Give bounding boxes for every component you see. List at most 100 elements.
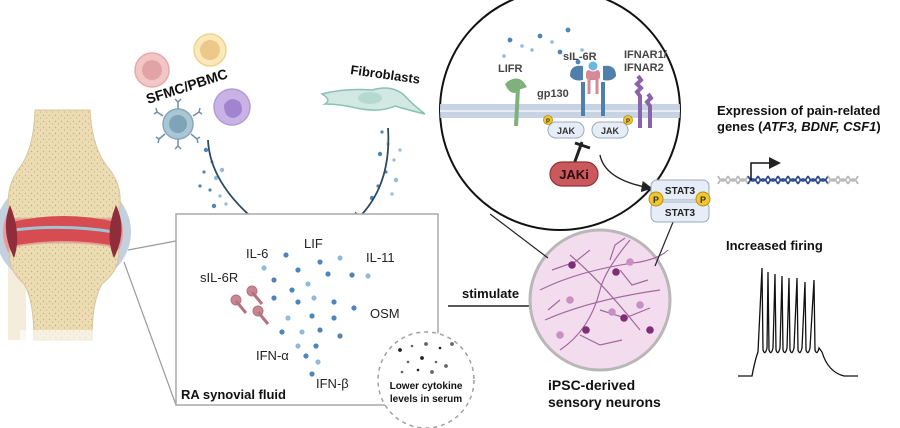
- dna-segment: [727, 175, 739, 185]
- femur: [7, 109, 121, 219]
- cytokine-dot: [271, 277, 277, 283]
- stat3-bottom: [650, 201, 710, 223]
- arrow-immune-to-fluid: [207, 139, 265, 229]
- serum-cytokine-dot: [420, 356, 424, 360]
- ligand-dots: [502, 27, 584, 65]
- serum-note-line1: Lower cytokine: [390, 381, 463, 392]
- secreted-cytokine-dot: [198, 184, 202, 188]
- serum-cytokine-dot: [434, 360, 438, 364]
- neurite: [547, 237, 649, 311]
- action-potential-trace: [738, 267, 858, 377]
- pannus-left: [5, 205, 18, 258]
- immune-cells: SFMC/PBMC: [134, 33, 251, 150]
- jak-right-label: JAK: [601, 126, 620, 136]
- cytokine-dots: [261, 252, 371, 377]
- secreted-cytokine-dot: [377, 151, 383, 157]
- cytokine-dot: [331, 299, 337, 305]
- zoom-line-top: [127, 240, 177, 251]
- cytokine-dot: [317, 327, 323, 333]
- secreted-cytokine-dot: [203, 147, 209, 153]
- jak-right: JAK P: [591, 115, 633, 139]
- transcription-start-arrow: [750, 157, 781, 180]
- ligand-dot: [520, 44, 524, 48]
- neuron-culture-dish: iPSC-derived sensory neurons: [528, 228, 672, 410]
- ligand-dot: [530, 48, 534, 52]
- cytokine-dot: [337, 255, 343, 261]
- arrow-to-stat3: [599, 154, 653, 193]
- synovial-fluid-title: RA synovial fluid: [181, 387, 286, 402]
- neuron-soma: [608, 308, 616, 316]
- neurite-network: [539, 237, 669, 351]
- ligand-dot: [557, 49, 563, 55]
- cytokine-dot: [295, 299, 301, 305]
- sil6r-receptors: [230, 285, 270, 325]
- cytokine-label-il6: IL-6: [246, 246, 268, 261]
- cytokine-dot: [279, 329, 285, 335]
- serum-cytokine-dot: [424, 342, 428, 346]
- neuron-soma: [582, 326, 590, 334]
- stimulate-label: stimulate: [462, 286, 519, 301]
- gene-names: ATF3, BDNF, CSF1: [762, 119, 877, 134]
- ifnar-label-line1: IFNAR1/: [624, 49, 667, 61]
- phospho-label: P: [653, 195, 659, 205]
- phospho-icon: [648, 191, 664, 207]
- dna-segment: [757, 175, 769, 185]
- jaki-inhibitor: [549, 161, 599, 187]
- cytokine-label-osm: OSM: [370, 306, 400, 321]
- fibroblast-label: Fibroblasts: [350, 62, 421, 87]
- jak-left-label: JAK: [557, 126, 576, 136]
- expression-line1: Expression of pain-related: [717, 103, 880, 118]
- cytokine-dot: [325, 271, 331, 277]
- cytokine-dot: [295, 343, 301, 349]
- phospho-label: P: [700, 195, 706, 205]
- ligand-dot: [550, 40, 554, 44]
- secreted-cytokine-dot: [224, 202, 228, 206]
- serum-dashed-circle: [377, 331, 475, 428]
- dna-segment: [847, 175, 859, 185]
- cytokine-dot: [289, 287, 295, 293]
- serum-cytokine-dot: [416, 368, 420, 372]
- zoom-line-neuron-left: [489, 213, 549, 259]
- joint-space: [13, 225, 115, 234]
- serum-cytokine-dot: [406, 360, 410, 364]
- cytokine-dot: [351, 305, 357, 311]
- ifnar-label-line2: IFNAR2: [624, 62, 664, 74]
- serum-cytokine-dot: [438, 346, 442, 350]
- cytokine-label-il11: IL-11: [366, 250, 395, 265]
- phospho-icon: [695, 191, 711, 207]
- neuron-soma: [566, 296, 574, 304]
- cytokine-dot: [311, 295, 317, 301]
- neuron-soma: [620, 314, 628, 322]
- serum-cytokine-dot: [398, 348, 402, 352]
- cytokine-dot: [337, 333, 343, 339]
- culture-dish: [528, 228, 672, 372]
- secreted-cytokine-dot: [390, 192, 394, 196]
- sil6r-receptor-label: sIL-6R: [563, 51, 597, 63]
- secreted-cytokine-dot: [211, 203, 217, 209]
- cytokine-dot: [285, 315, 291, 321]
- dna-segment: [817, 175, 829, 185]
- jaki-label: JAKi: [559, 167, 589, 182]
- lifr-receptor: [505, 78, 527, 127]
- inhibition-bar: [574, 141, 591, 150]
- serum-note: Lower cytokine levels in serum: [377, 331, 475, 428]
- dna-segment: [797, 175, 809, 185]
- pannus-right: [109, 205, 122, 258]
- cytokine-dot: [365, 273, 371, 279]
- neuron-soma: [626, 258, 634, 266]
- cytokine-label-ifn-alpha: IFN-α: [256, 348, 289, 363]
- secreted-cytokine-dot: [213, 175, 219, 181]
- cytokine-label-sil6r: sIL-6R: [200, 270, 238, 285]
- serum-cytokine-dot: [400, 370, 404, 374]
- neuron-label-line1: iPSC-derived: [548, 377, 635, 393]
- cytokine-dot: [317, 259, 323, 265]
- inflamed-cartilage: [12, 216, 116, 246]
- serum-dots: [398, 342, 454, 374]
- secreted-cytokine-dot: [392, 158, 396, 162]
- serum-cytokine-dot: [430, 370, 434, 374]
- dna-segment: [827, 175, 839, 185]
- cytokine-dot: [309, 313, 315, 319]
- fibroblast-nucleus: [358, 92, 382, 104]
- cytokine-dot: [349, 272, 355, 278]
